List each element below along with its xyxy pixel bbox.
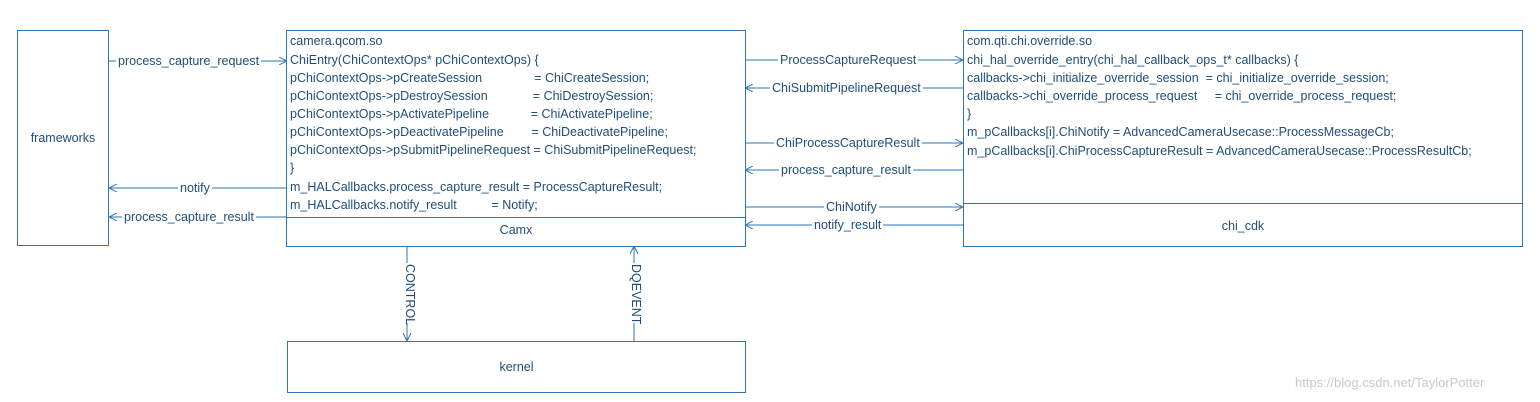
label-process-capture-result-fw: process_capture_result bbox=[122, 209, 256, 225]
label-control: CONTROL bbox=[402, 263, 418, 326]
chi-line: callbacks->chi_initialize_override_sessi… bbox=[967, 71, 1389, 85]
camx-box: camera.qcom.so ChiEntry(ChiContextOps* p… bbox=[286, 30, 746, 247]
label-chinotify: ChiNotify bbox=[824, 199, 879, 215]
watermark: https://blog.csdn.net/TaylorPotter bbox=[1295, 375, 1485, 390]
camx-line: pChiContextOps->pActivatePipeline = ChiA… bbox=[290, 107, 653, 121]
chi-line: callbacks->chi_override_process_request … bbox=[967, 89, 1397, 103]
camx-footer: Camx bbox=[499, 223, 533, 237]
camx-line: pChiContextOps->pSubmitPipelineRequest =… bbox=[290, 143, 697, 157]
chi-footer: chi_cdk bbox=[1221, 219, 1265, 233]
chi-line: chi_hal_override_entry(chi_hal_callback_… bbox=[967, 53, 1299, 67]
kernel-label: kernel bbox=[499, 360, 534, 374]
camx-line: ChiEntry(ChiContextOps* pChiContextOps) … bbox=[290, 53, 539, 67]
camx-title: camera.qcom.so bbox=[290, 34, 383, 48]
frameworks-box: frameworks bbox=[17, 30, 109, 246]
label-process-capture-request: process_capture_request bbox=[116, 53, 262, 69]
chi-line: m_pCallbacks[i].ChiNotify = AdvancedCame… bbox=[967, 125, 1394, 139]
chi-title: com.qti.chi.override.so bbox=[967, 34, 1093, 48]
camx-line: pChiContextOps->pDestroySession = ChiDes… bbox=[290, 89, 654, 103]
camx-divider bbox=[287, 217, 745, 218]
chi-line: m_pCallbacks[i].ChiProcessCaptureResult … bbox=[967, 144, 1472, 158]
label-processcapturerequest: ProcessCaptureRequest bbox=[778, 52, 919, 68]
camx-line: m_HALCallbacks.notify_result = Notify; bbox=[290, 198, 538, 212]
label-chisubmitpipelinerequest: ChiSubmitPipelineRequest bbox=[770, 80, 923, 96]
kernel-box: kernel bbox=[287, 341, 746, 393]
label-chiprocesscaptureresult: ChiProcessCaptureResult bbox=[774, 135, 922, 151]
chi-divider bbox=[964, 203, 1522, 204]
chi-line: } bbox=[967, 107, 972, 121]
camx-line: pChiContextOps->pDeactivatePipeline = Ch… bbox=[290, 125, 668, 139]
label-notify-result: notify_result bbox=[812, 217, 884, 233]
label-process-capture-result-chi: process_capture_result bbox=[779, 162, 913, 178]
frameworks-label: frameworks bbox=[30, 131, 96, 145]
label-notify: notify bbox=[178, 180, 212, 196]
camx-line: } bbox=[290, 161, 295, 175]
camx-line: pChiContextOps->pCreateSession = ChiCrea… bbox=[290, 71, 650, 85]
camx-line: m_HALCallbacks.process_capture_result = … bbox=[290, 180, 663, 194]
label-dqevent: DQEVENT bbox=[628, 263, 644, 325]
chi-override-box: com.qti.chi.override.so chi_hal_override… bbox=[963, 30, 1523, 247]
